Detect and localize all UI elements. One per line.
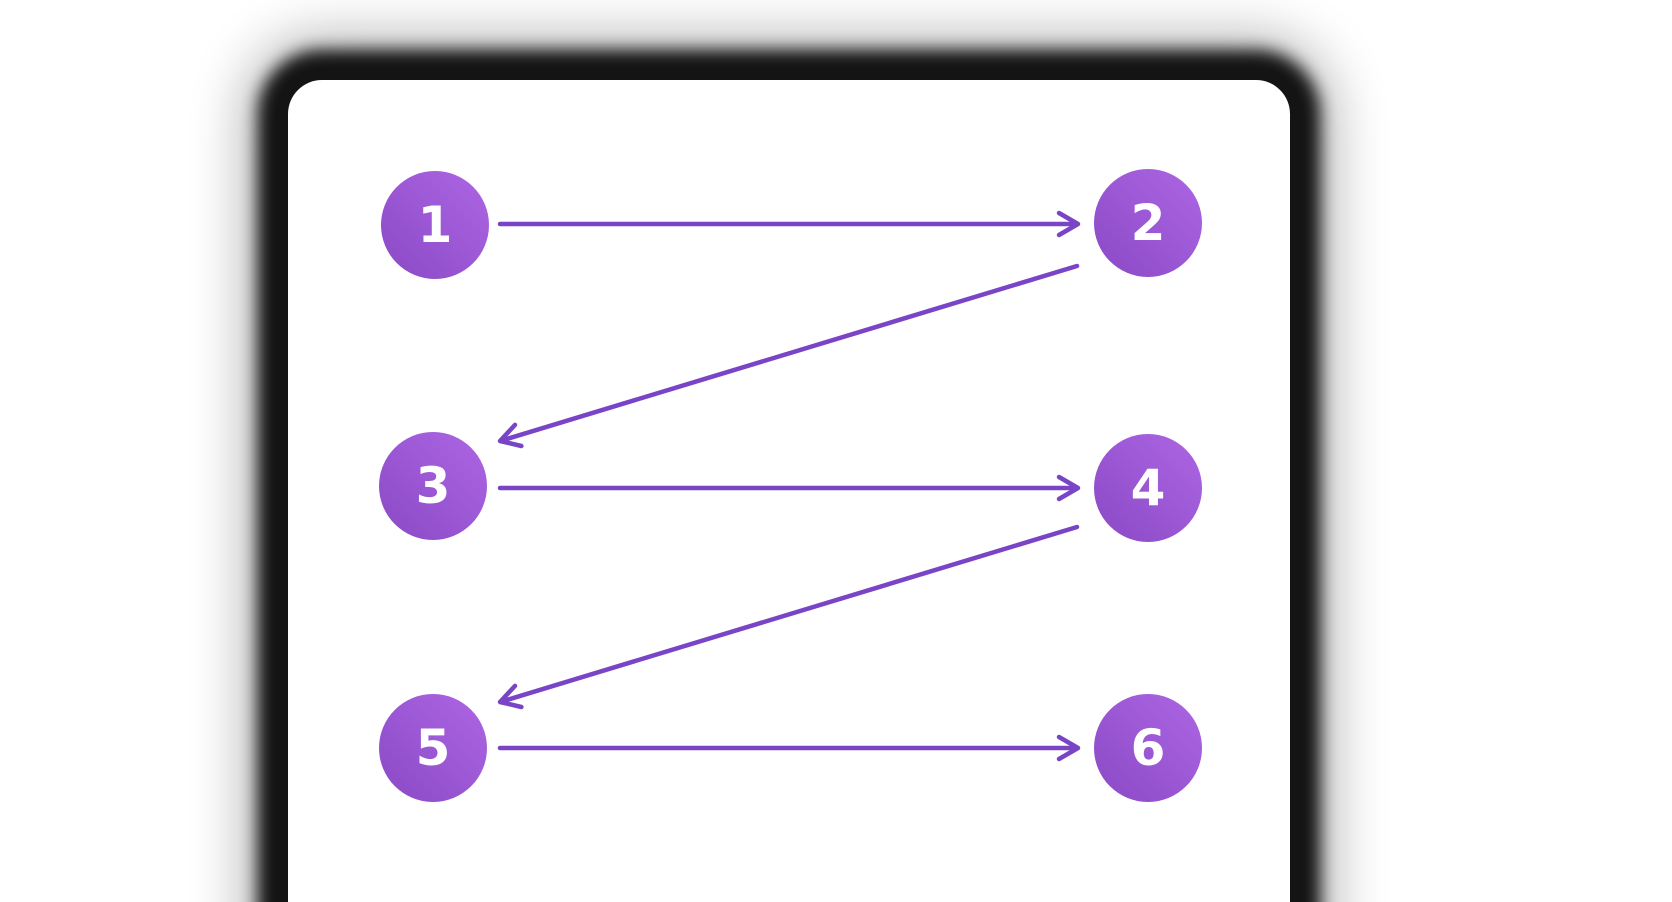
node-4-label: 4 <box>1130 459 1166 517</box>
arrow-5-to-6 <box>497 734 1081 762</box>
arrow-2-to-3 <box>497 263 1080 449</box>
node-circle-6: 6 <box>1094 694 1202 802</box>
node-6-label: 6 <box>1130 719 1166 777</box>
node-1-label: 1 <box>417 196 453 254</box>
node-5-label: 5 <box>415 719 451 777</box>
node-2-label: 2 <box>1130 194 1166 252</box>
node-3-label: 3 <box>415 457 451 515</box>
arrow-1-to-2 <box>497 210 1081 238</box>
node-circle-4: 4 <box>1094 434 1202 542</box>
node-circle-1: 1 <box>381 171 489 279</box>
arrow-4-to-5 <box>497 524 1080 710</box>
node-circle-3: 3 <box>379 432 487 540</box>
node-circle-5: 5 <box>379 694 487 802</box>
node-circle-2: 2 <box>1094 169 1202 277</box>
arrow-3-to-4 <box>497 474 1081 502</box>
